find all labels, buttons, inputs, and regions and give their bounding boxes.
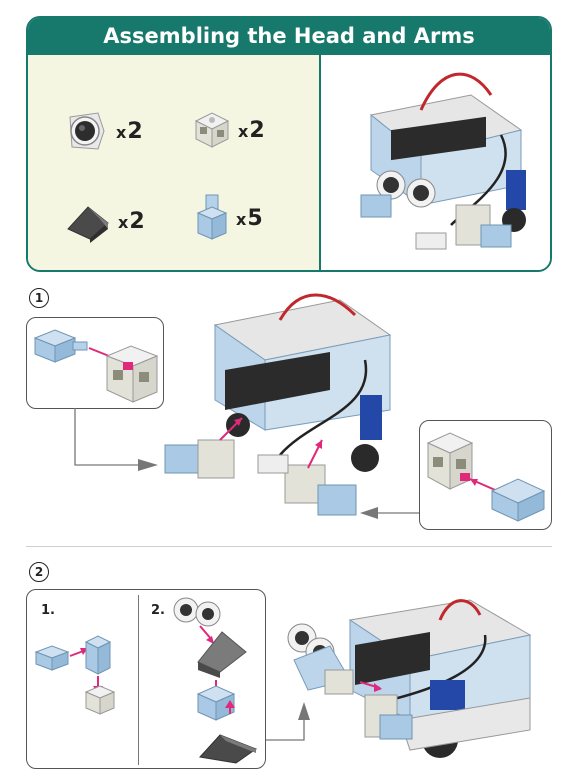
wedge-block-icon	[199, 734, 258, 764]
wedge-block-icon	[67, 206, 109, 243]
substep-label: 2.	[151, 603, 165, 618]
block-insert-illustration	[426, 432, 546, 522]
completed-robot-preview	[321, 55, 550, 270]
parts-panel: Assembling the Head and Arms x2 x2	[26, 16, 552, 272]
substep-divider	[138, 595, 139, 765]
ultrasonic-sensor-icon	[69, 112, 105, 150]
part-qty: x2	[118, 208, 145, 234]
panel-divider	[319, 55, 321, 270]
block-insert-illustration	[33, 329, 159, 403]
substep2-illustration	[173, 597, 247, 721]
step-number: 2	[29, 562, 49, 582]
step1-leader-right	[360, 507, 420, 519]
substep1-illustration	[34, 635, 116, 715]
step1-robot-illustration	[164, 293, 392, 516]
step1-detail-right	[419, 420, 552, 530]
parts-list: x2 x2 x2	[28, 55, 319, 270]
part-qty: x5	[236, 205, 263, 231]
step1-leader-left	[74, 408, 158, 471]
page-title: Assembling the Head and Arms	[28, 18, 550, 55]
robot-illustration	[360, 72, 526, 250]
parts-list-item: x5	[194, 193, 263, 243]
connector-block-icon	[196, 194, 228, 240]
step1-detail-left	[26, 317, 164, 409]
parts-list-item: x2	[190, 109, 265, 151]
parts-list-item: x2	[64, 109, 143, 153]
step2-robot-illustration	[287, 599, 532, 758]
step-number: 1	[29, 288, 49, 308]
step2-leader	[266, 702, 310, 741]
hub-block-icon	[194, 112, 230, 148]
substep-label: 1.	[41, 603, 55, 618]
step-separator	[26, 546, 552, 547]
part-qty: x2	[116, 118, 143, 144]
part-qty: x2	[238, 117, 265, 143]
parts-list-item: x2	[64, 199, 145, 243]
